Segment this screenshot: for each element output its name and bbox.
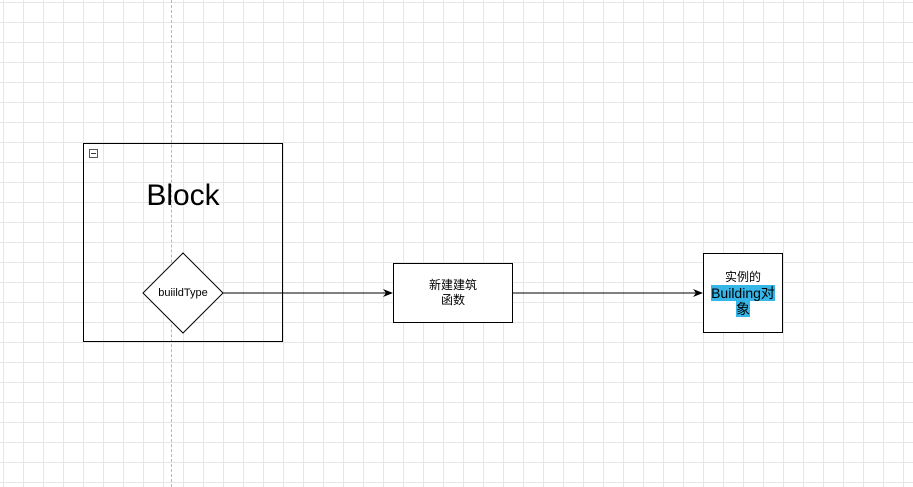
process-node[interactable]: 新建建筑 函数 <box>393 263 513 323</box>
process-label-line1: 新建建筑 <box>428 278 477 292</box>
decision-diamond[interactable] <box>142 252 224 334</box>
result-node[interactable]: 实例的 Building对 象 <box>703 253 783 333</box>
block-container[interactable]: Block <box>83 143 283 342</box>
collapse-icon[interactable] <box>89 149 98 158</box>
result-label-line1: 实例的 <box>724 269 761 284</box>
vertical-guide-line <box>171 0 172 487</box>
decision-label: buiildType <box>158 287 208 299</box>
result-label-highlight-a: Building对 <box>711 284 775 301</box>
process-label-line2: 函数 <box>440 293 465 307</box>
result-label-highlight-b: 象 <box>736 300 750 317</box>
container-title: Block <box>146 179 220 212</box>
